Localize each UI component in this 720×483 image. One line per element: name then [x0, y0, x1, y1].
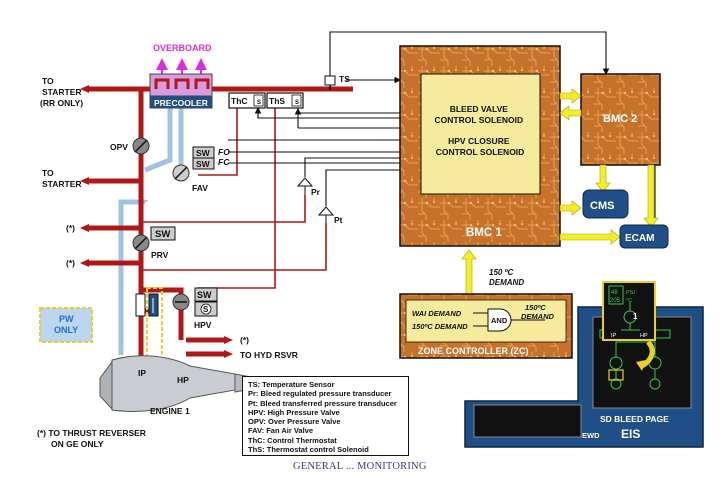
opv-valve — [132, 137, 150, 155]
pw-only-label: PW ONLY — [54, 314, 78, 335]
thc-thermostat: S — [228, 92, 266, 109]
zc-temp: 150ºC DEMAND — [412, 322, 468, 331]
bmc2-title: BMC 2 — [603, 113, 637, 125]
legend-item: TS: Temperature Sensor — [248, 380, 335, 389]
legend-item: FAV: Fan Air Valve — [248, 426, 314, 436]
zc-title: ZONE CONTROLLER (ZC) — [418, 346, 529, 356]
prv-label: PRV — [151, 250, 169, 260]
hpv-sw-label: SW — [197, 290, 212, 300]
legend-item: Pt: Bleed transferred pressure transduce… — [248, 398, 397, 408]
opv-label: OPV — [110, 142, 128, 152]
fc-label: FC — [218, 157, 230, 167]
svg-text:S: S — [257, 100, 261, 106]
sw-fc: SW — [196, 159, 211, 169]
eis-inset-ip: IP — [611, 333, 617, 339]
to-starter-rr-label: TO STARTER (RR ONLY) — [40, 76, 84, 108]
eis-inset-hp: HP — [640, 333, 648, 339]
hpv-s-label: S — [203, 305, 209, 314]
to-starter-label: TO STARTER — [42, 168, 82, 189]
to-hyd-rsvr-label: TO HYD RSVR — [240, 350, 298, 360]
fav-switches — [192, 146, 215, 170]
pt-label: Pt — [334, 215, 343, 225]
bmc1-board — [399, 45, 561, 247]
overboard-label: OVERBOARD — [153, 43, 212, 53]
eis-inset-val: 205 — [610, 298, 621, 304]
eis-inset-top: 48 — [611, 290, 618, 296]
hpv-valve — [172, 287, 218, 317]
fo-label: FO — [218, 147, 230, 157]
legend-item: Pr: Bleed regulated pressure transducer — [248, 389, 392, 399]
legend-box: TS: Temperature Sensor Pr: Bleed regulat… — [242, 376, 409, 456]
legend-item: ThS: Thermostat control Solenoid — [248, 445, 369, 455]
bmc-links — [461, 88, 659, 295]
engine — [99, 355, 263, 412]
cms-box — [582, 189, 629, 219]
zc-out: 150ºC DEMAND — [521, 303, 554, 321]
thrust-note-line1: (*) TO THRUST REVERSER — [37, 428, 146, 438]
zc-wai: WAI DEMAND — [412, 309, 462, 318]
legend-item: OPV: Over Pressure Valve — [248, 417, 341, 427]
ecam-label: ECAM — [625, 233, 654, 244]
precooler-label: PRECOOLER — [154, 98, 208, 108]
bmc2-board — [580, 73, 661, 166]
eis-inset-psi: PSI — [626, 290, 635, 296]
thrust-reverser-note: (*) TO THRUST REVERSER ON GE ONLY — [37, 428, 146, 449]
hp-label: HP — [177, 375, 189, 385]
eis-panel — [464, 281, 704, 448]
precooler — [149, 73, 213, 109]
svg-text:S: S — [295, 100, 299, 106]
prv-valve — [132, 226, 176, 252]
pw-only-box — [39, 307, 93, 343]
legend-item: HPV: High Pressure Valve — [248, 407, 340, 417]
footer-title: GENERAL ... MONITORING — [293, 461, 427, 472]
hpv-label: HPV — [194, 320, 212, 330]
star-label-3: (*) — [240, 335, 249, 345]
pr-label: Pr — [311, 187, 321, 197]
ts-label: TS — [339, 74, 350, 84]
signal-wires — [228, 31, 656, 220]
zone-controller-board — [399, 293, 573, 359]
thc-label: ThC — [231, 96, 248, 106]
demand-label: 150 ºC DEMAND — [489, 268, 524, 287]
ewd-label: EWD — [582, 431, 600, 440]
bmc1-text: BLEED VALVE CONTROL SOLENOID HPV CLOSURE… — [435, 104, 526, 157]
fav-valve — [172, 164, 190, 182]
ecam-box — [619, 224, 669, 249]
ths-label: ThS — [269, 96, 285, 106]
sw-fo: SW — [196, 148, 211, 158]
eis-inset-one: 1 — [633, 312, 638, 321]
cms-label: CMS — [590, 200, 614, 212]
eis-inset-unit: °C — [626, 298, 632, 304]
star-label-1: (*) — [66, 223, 75, 233]
ip-label: IP — [138, 368, 146, 378]
zc-and: AND — [491, 316, 508, 325]
prv-sw-label: SW — [155, 229, 170, 240]
star-label-2: (*) — [66, 258, 75, 268]
fav-label: FAV — [192, 183, 208, 193]
fav-sw-wires — [228, 151, 400, 164]
bleed-duct — [88, 86, 353, 375]
sd-bleed-page-label: SD BLEED PAGE — [600, 414, 669, 424]
legend-item: ThC: Control Thermostat — [248, 435, 337, 445]
sense-line — [141, 108, 327, 289]
fan-air-duct — [118, 104, 184, 355]
engine-label: ENGINE 1 — [150, 406, 190, 416]
thrust-note-line2: ON GE ONLY — [51, 438, 104, 449]
pt-transducer — [317, 206, 335, 223]
outlet-arrows — [80, 85, 233, 358]
bmc1-title: BMC 1 — [466, 227, 502, 239]
overboard-arrows — [156, 58, 207, 76]
ths-thermostat: S — [266, 92, 304, 109]
eis-label: EIS — [621, 427, 640, 441]
pr-transducer — [296, 177, 314, 195]
